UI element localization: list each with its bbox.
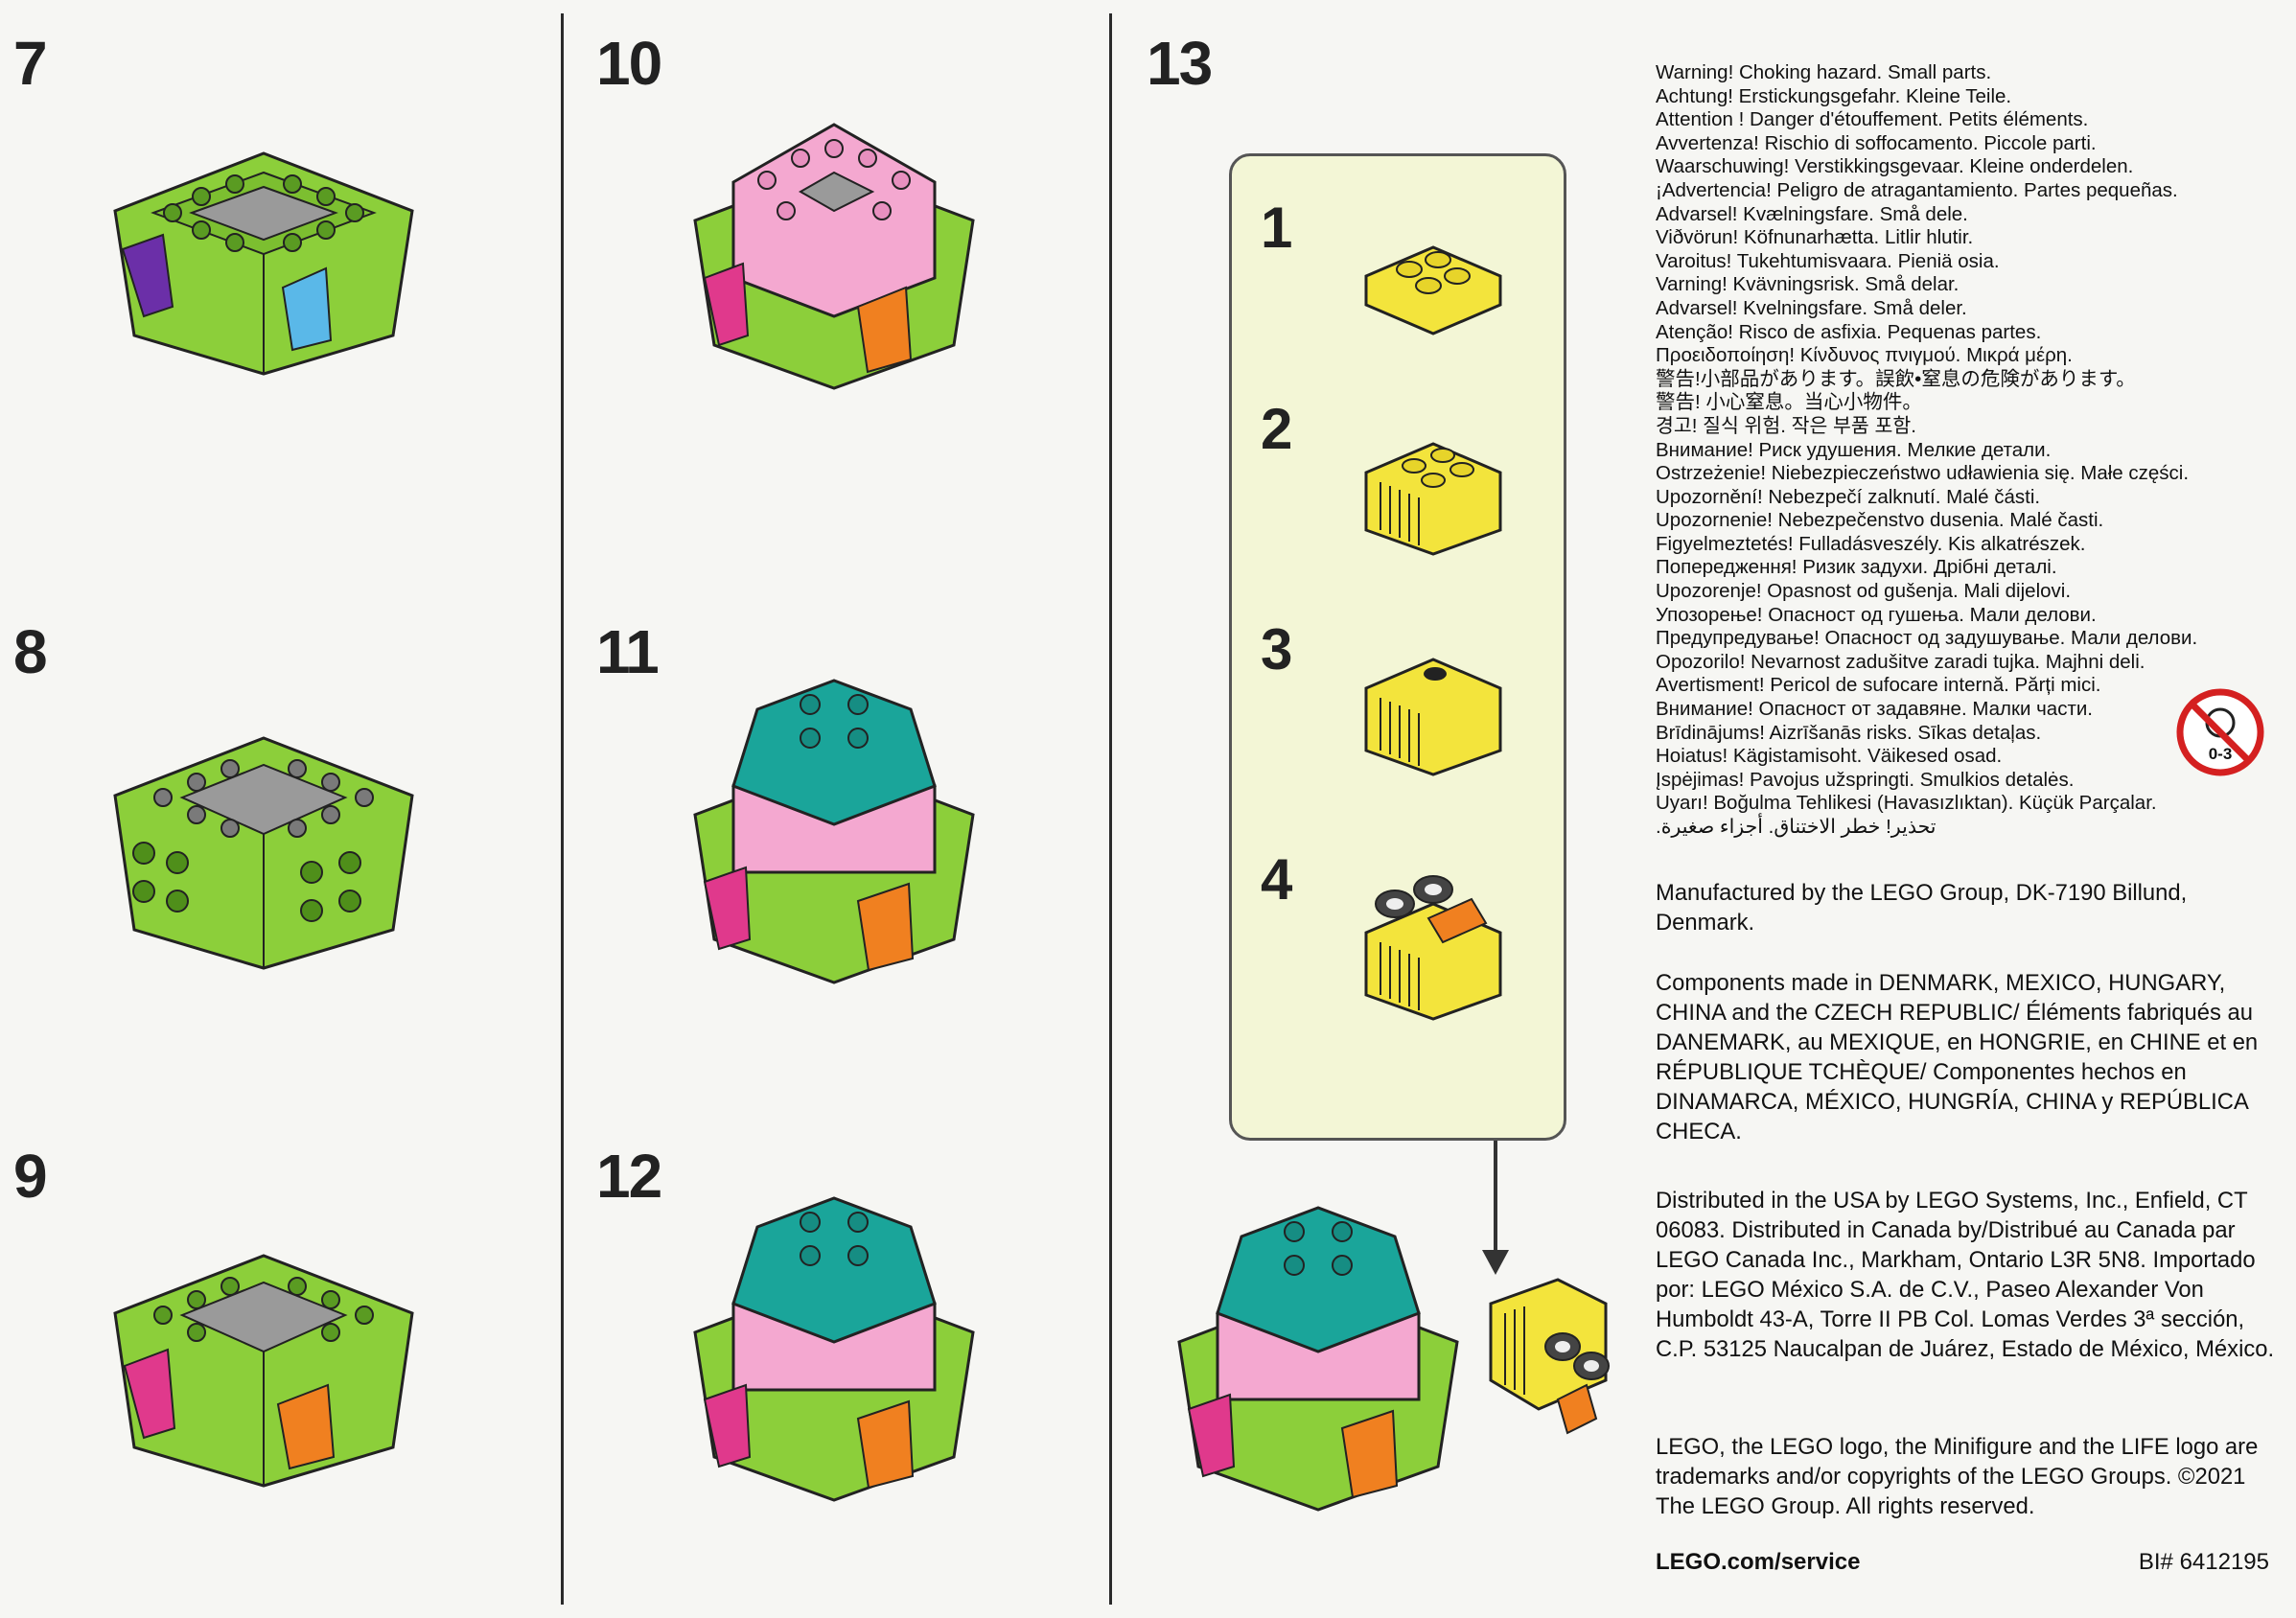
step-number-8: 8	[13, 617, 48, 686]
substep-number-4: 4	[1261, 847, 1293, 912]
step-8-model-image	[105, 728, 422, 978]
warning-line: ¡Advertencia! Peligro de atragantamiento…	[1656, 178, 2178, 201]
warning-line: Attention ! Danger d'étouffement. Petits…	[1656, 108, 2089, 131]
warning-line: Upozorenje! Opasnost od gušenja. Mali di…	[1656, 580, 2072, 603]
warning-line: Upozornění! Nebezpečí zalknutí. Malé čás…	[1656, 485, 2041, 508]
step-9-model-image	[105, 1246, 422, 1495]
warning-line: Upozornenie! Nebezpečenstvo dusenia. Mal…	[1656, 509, 2104, 532]
booklet-id: BI# 6412195	[2138, 1549, 2269, 1575]
warning-line: تحذير! خطر الاختناق. أجزاء صغيرة.	[1656, 816, 1937, 838]
step-number-10: 10	[596, 29, 662, 98]
substep-number-1: 1	[1261, 196, 1293, 260]
substep-1-brick-image	[1357, 233, 1510, 343]
warning-line: Внимание! Риск удушения. Мелкие детали.	[1656, 438, 2052, 461]
warning-line: Opozorilo! Nevarnost zadušitve zaradi tu…	[1656, 650, 2145, 673]
warning-line: Brīdinājums! Aizrīšanās risks. Sīkas det…	[1656, 721, 2042, 744]
warning-line: Предупредување! Опасност од задушување. …	[1656, 627, 2198, 650]
step-13-arrow-head	[1482, 1250, 1509, 1275]
warning-line: Avertisment! Pericol de sufocare internă…	[1656, 674, 2101, 697]
step-number-7: 7	[13, 29, 48, 98]
warning-line: Viðvörun! Köfnunarhætta. Litlir hlutir.	[1656, 226, 1974, 249]
age-restriction-icon: 0-3	[2174, 686, 2266, 783]
warning-line: Varoitus! Tukehtumisvaara. Pieniä osia.	[1656, 249, 2000, 272]
substep-number-3: 3	[1261, 617, 1293, 682]
warning-line: 警告! 小心窒息。当心小物件。	[1656, 391, 1922, 414]
age-label: 0-3	[2209, 745, 2233, 763]
substep-panel: 1 2 3 4	[1229, 153, 1566, 1141]
choking-hazard-warnings: Warning! Choking hazard. Small parts. Ac…	[1656, 61, 2279, 840]
warning-line: Figyelmeztetés! Fulladásveszély. Kis alk…	[1656, 532, 2086, 555]
warning-line: Atenção! Risco de asfixia. Pequenas part…	[1656, 320, 2042, 343]
warning-line: Warning! Choking hazard. Small parts.	[1656, 61, 1992, 83]
step-13-arrow	[1494, 1141, 1497, 1254]
step-7-model-image	[105, 144, 422, 383]
components-made-in-text: Components made in DENMARK, MEXICO, HUNG…	[1656, 970, 2259, 1144]
substep-2-brick-image	[1357, 434, 1510, 564]
distributed-by-text: Distributed in the USA by LEGO Systems, …	[1656, 1188, 2275, 1362]
warning-line: Advarsel! Kvelningsfare. Små deler.	[1656, 296, 1967, 319]
step-number-11: 11	[596, 617, 660, 686]
warning-line: Попередження! Ризик задухи. Дрібні детал…	[1656, 556, 2057, 579]
substep-4-brick-image	[1357, 866, 1510, 1033]
column-divider-right	[1109, 13, 1112, 1605]
warning-line: Упозорење! Опасност од гушења. Мали дело…	[1656, 603, 2097, 626]
substep-3-brick-image	[1357, 645, 1510, 784]
step-10-model-image	[690, 115, 978, 393]
warning-line: Avvertenza! Rischio di soffocamento. Pic…	[1656, 131, 2097, 154]
step-13-model-image	[1174, 1198, 1462, 1514]
substep-number-2: 2	[1261, 397, 1293, 461]
manufactured-by-text: Manufactured by the LEGO Group, DK-7190 …	[1656, 880, 2188, 936]
step-number-13: 13	[1147, 29, 1213, 98]
warning-line: 경고! 질식 위험. 작은 부품 포함.	[1656, 414, 1916, 437]
warning-line: Advarsel! Kvælningsfare. Små dele.	[1656, 202, 1968, 225]
warning-line: Ostrzeżenie! Niebezpieczeństwo udławieni…	[1656, 462, 2190, 485]
step-11-model-image	[690, 671, 978, 987]
warning-line: 警告!小部品があります。誤飲•窒息の危険があります。	[1656, 367, 2136, 390]
column-divider-left	[561, 13, 564, 1605]
warning-line: Achtung! Erstickungsgefahr. Kleine Teile…	[1656, 84, 2012, 107]
warning-line: Προειδοποίηση! Κίνδυνος πνιγμού. Μικρά μ…	[1656, 344, 2073, 367]
step-13-chick-image	[1481, 1265, 1625, 1438]
step-number-9: 9	[13, 1142, 48, 1211]
warning-line: Waarschuwing! Verstikkingsgevaar. Kleine…	[1656, 155, 2134, 178]
step-12-model-image	[690, 1189, 978, 1505]
step-number-12: 12	[596, 1142, 662, 1211]
warning-line: Внимание! Опасност от задавяне. Малки ча…	[1656, 698, 2093, 721]
warning-line: Uyarı! Boğulma Tehlikesi (Havasızlıktan)…	[1656, 792, 2157, 815]
warning-line: Varning! Kvävningsrisk. Små delar.	[1656, 273, 1960, 296]
warning-line: Hoiatus! Kägistamisoht. Väikesed osad.	[1656, 745, 2003, 768]
warning-line: Įspėjimas! Pavojus užspringti. Smulkios …	[1656, 768, 2075, 791]
trademarks-text: LEGO, the LEGO logo, the Minifigure and …	[1656, 1434, 2259, 1519]
lego-service-link[interactable]: LEGO.com/service	[1656, 1549, 1861, 1575]
